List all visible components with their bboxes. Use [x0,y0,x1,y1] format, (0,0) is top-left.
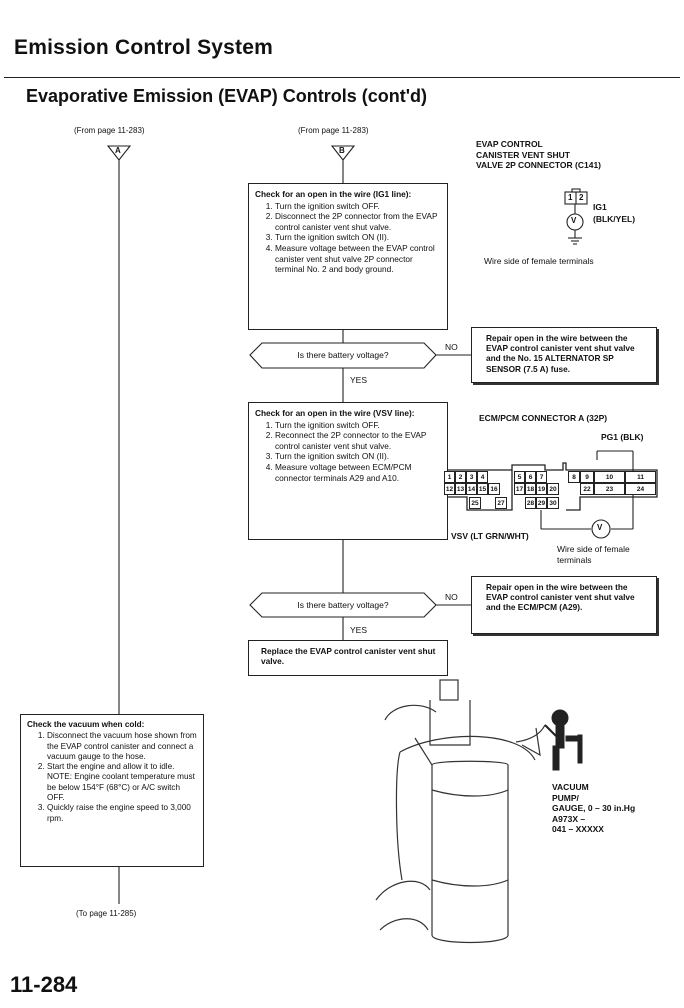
pin-15: 15 [477,483,488,495]
c141-pin-2: 2 [579,193,584,202]
from-page-b: (From page 11-283) [298,126,369,135]
vacuum-step: Start the engine and allow it to idle.NO… [47,762,197,803]
question-2: Is there battery voltage? [297,600,389,610]
to-page: (To page 11-285) [76,909,137,918]
pin-8: 8 [568,471,580,483]
vacuum-note: NOTE: Engine coolant temperature must be… [47,772,195,803]
c141-connector-title: EVAP CONTROL CANISTER VENT SHUT VALVE 2P… [476,139,602,170]
yes-label-1: YES [350,375,368,385]
ig1-check-box: Check for an open in the wire (IG1 line)… [248,183,448,330]
pin-11: 11 [625,471,656,483]
pin-25: 25 [469,497,481,509]
vsv-step: Turn the ignition switch ON (II). [275,451,441,462]
pin-4: 4 [477,471,488,483]
pin-2: 2 [455,471,466,483]
question-1: Is there battery voltage? [297,350,389,360]
vacuum-step: Quickly raise the engine speed to 3,000 … [47,803,197,824]
no-label-2: NO [445,592,458,602]
pin-3: 3 [466,471,477,483]
vacuum-check-box: Check the vacuum when cold: Disconnect t… [20,714,204,867]
marker-b: B [339,146,345,155]
ig1-check-title: Check for an open in the wire (IG1 line)… [255,189,412,199]
pin-14: 14 [466,483,477,495]
pin-16: 16 [488,483,500,495]
repair-box-1: Repair open in the wire between the EVAP… [471,327,657,383]
header-divider [4,77,680,78]
vacuum-pump-label: VACUUM PUMP/ GAUGE, 0 – 30 in.Hg A973X –… [552,782,636,834]
ig1-step: Measure voltage between the EVAP control… [275,243,441,275]
ig1-wire-color: (BLK/YEL) [593,214,636,224]
replace-valve-box: Replace the EVAP control canister vent s… [248,640,448,676]
marker-a: A [115,146,121,155]
pin-18: 18 [525,483,536,495]
pin-17: 17 [514,483,525,495]
vsv-check-box: Check for an open in the wire (VSV line)… [248,402,448,540]
voltmeter-icon: V [597,523,603,532]
pin-13: 13 [455,483,466,495]
repair-box-2: Repair open in the wire between the EVAP… [471,576,657,634]
from-page-a: (From page 11-283) [74,126,145,135]
pin-9: 9 [580,471,594,483]
pin-12: 12 [444,483,455,495]
pin-19: 19 [536,483,547,495]
pin-22: 22 [580,483,594,495]
pin-30: 30 [547,497,559,509]
pin-7: 7 [536,471,547,483]
pin-24: 24 [625,483,656,495]
c141-caption: Wire side of female terminals [484,256,594,266]
c141-pin-1: 1 [568,193,573,202]
vacuum-check-title: Check the vacuum when cold: [27,720,145,729]
pin-1: 1 [444,471,455,483]
voltmeter-icon: V [571,216,577,225]
pin-28: 28 [525,497,536,509]
vsv-step: Measure voltage between ECM/PCM connecto… [275,462,441,483]
vsv-step: Reconnect the 2P connector to the EVAP c… [275,430,441,451]
yes-label-2: YES [350,625,368,635]
ig1-label: IG1 [593,202,607,212]
pin-6: 6 [525,471,536,483]
no-label-1: NO [445,342,458,352]
vacuum-step: Disconnect the vacuum hose shown from th… [47,731,197,762]
page-subtitle: Evaporative Emission (EVAP) Controls (co… [26,86,428,106]
page-number: 11-284 [10,972,78,997]
pin-27: 27 [495,497,507,509]
pin-20: 20 [547,483,559,495]
pin-5: 5 [514,471,525,483]
vsv-check-title: Check for an open in the wire (VSV line)… [255,408,415,418]
vsv-step: Turn the ignition switch OFF. [275,420,441,431]
vsv-label: VSV (LT GRN/WHT) [451,531,529,541]
pg1-label: PG1 (BLK) [601,432,644,442]
pin-29: 29 [536,497,547,509]
ig1-step: Disconnect the 2P connector from the EVA… [275,211,441,232]
ig1-step: Turn the ignition switch ON (II). [275,232,441,243]
ecm-connector-title: ECM/PCM CONNECTOR A (32P) [479,413,608,423]
ecm-caption: Wire side of female terminals [557,544,630,565]
ig1-step: Turn the ignition switch OFF. [275,201,441,212]
pin-10: 10 [594,471,625,483]
pin-23: 23 [594,483,625,495]
section-title: Emission Control System [14,36,273,59]
